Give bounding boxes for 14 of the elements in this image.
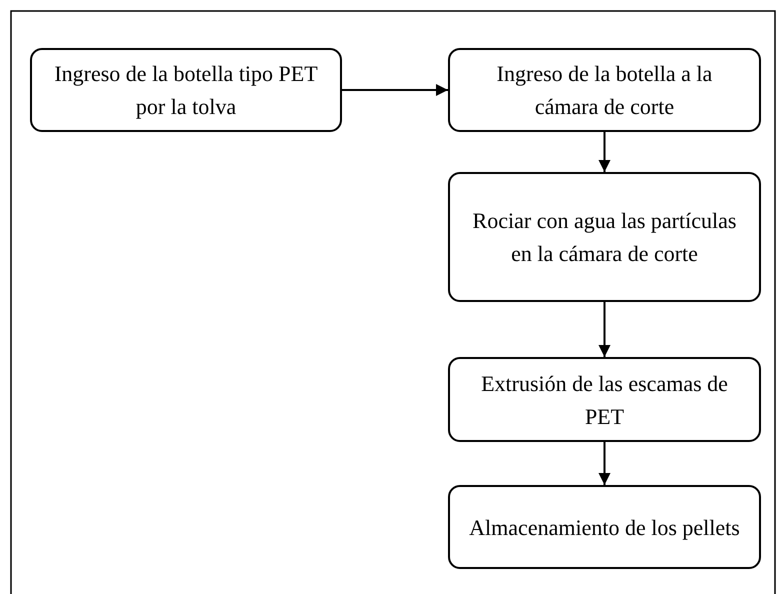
process-box xyxy=(448,172,761,302)
process-box xyxy=(448,485,761,569)
step-text: Almacenamiento de los pellets xyxy=(469,514,740,542)
process-box xyxy=(448,48,761,132)
arrow xyxy=(598,302,610,357)
arrow xyxy=(598,442,610,485)
arrow xyxy=(598,132,610,172)
process-box xyxy=(30,48,342,132)
process-box xyxy=(448,357,761,442)
step-text: Ingreso de la botella a la cámara de corte xyxy=(496,60,714,121)
step-text: Rociar con agua las partículas en la cámara de corte xyxy=(472,207,738,268)
step-text: Ingreso de la botella tipo PET por la tolva xyxy=(53,60,319,121)
arrow xyxy=(342,84,448,96)
step-text: Extrusión de las escamas de PET xyxy=(480,370,729,430)
